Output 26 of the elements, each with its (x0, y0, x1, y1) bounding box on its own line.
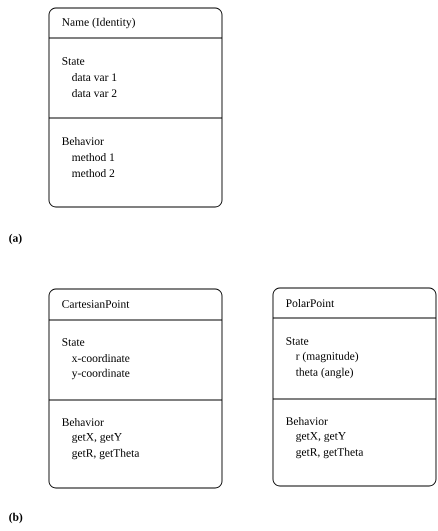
member-item: method 1 (72, 152, 114, 162)
member-item: data var 1 (72, 72, 116, 82)
member-item: getR, getTheta (296, 448, 364, 458)
class-box (48, 8, 222, 208)
class-box (272, 288, 436, 486)
member-item: r (magnitude) (296, 352, 358, 362)
member-item: data var 2 (72, 88, 116, 98)
member-item: theta (angle) (296, 368, 353, 378)
section-heading: Behavior (62, 418, 104, 426)
section-heading: State (62, 338, 84, 346)
panel-label: (a) (9, 234, 22, 244)
panel-label: (b) (9, 512, 22, 524)
class-box (48, 288, 222, 488)
member-item: getX, getY (72, 433, 122, 443)
member-item: getR, getTheta (72, 448, 140, 460)
section-heading: State (62, 57, 84, 65)
class-name: Name (Identity) (62, 18, 135, 28)
member-item: x-coordinate (72, 354, 130, 362)
member-item: y-coordinate (72, 368, 130, 380)
member-item: method 2 (72, 168, 114, 178)
member-item: getX, getY (296, 432, 346, 442)
section-heading: Behavior (62, 136, 104, 146)
section-heading: Behavior (286, 416, 328, 426)
class-name: PolarPoint (286, 298, 334, 308)
section-heading: State (286, 337, 308, 345)
class-name: CartesianPoint (62, 300, 130, 308)
